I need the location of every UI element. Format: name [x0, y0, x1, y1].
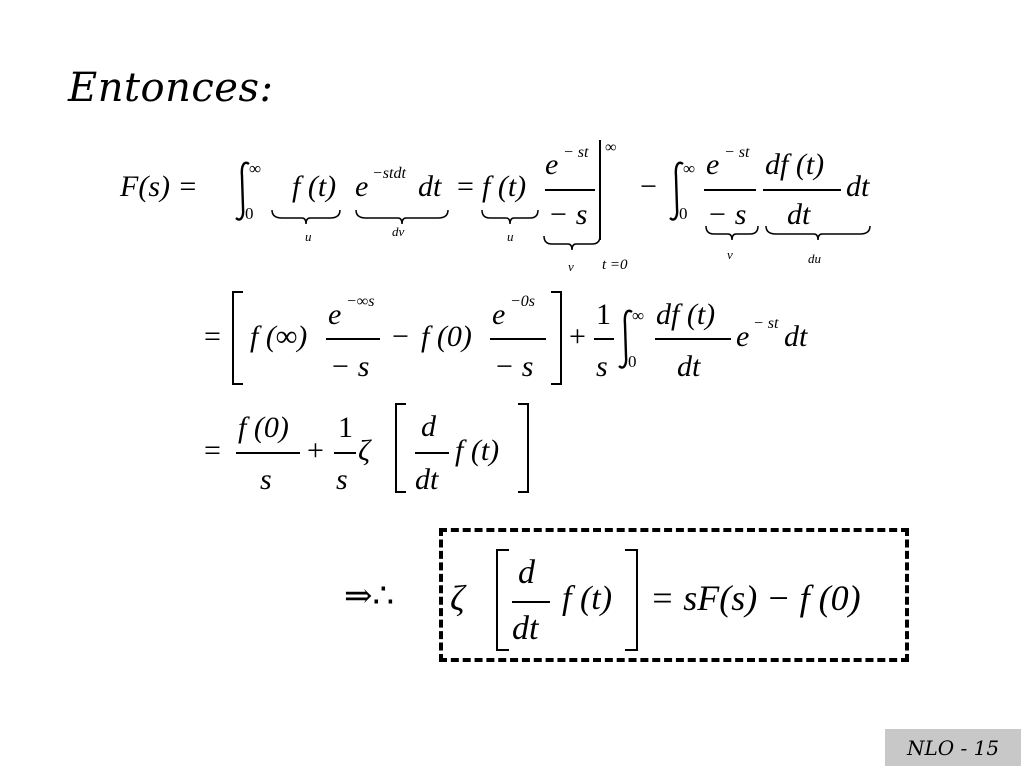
integral-upper-limit: ∞ — [249, 159, 262, 178]
integral-lower-limit: 0 — [628, 352, 637, 371]
exp-base-e: e — [736, 320, 750, 353]
frac3-num: df (t) — [765, 148, 825, 181]
integral-upper-limit: ∞ — [632, 306, 645, 325]
integral2-upper-limit: ∞ — [683, 159, 696, 178]
brace-label-u: u — [305, 229, 312, 244]
plus-sign: + — [569, 320, 586, 353]
frac-b-num: 1 — [338, 411, 353, 444]
lhs-F-of-s: F(s) = — [120, 170, 198, 203]
fraction-bar-b — [490, 338, 546, 340]
fraction-bar — [512, 601, 550, 603]
frac-num: d — [518, 554, 535, 591]
fraction-bar-b — [334, 452, 356, 454]
frac2-num-e: e — [706, 148, 720, 181]
frac-c-den: dt — [415, 463, 439, 496]
square-brackets — [395, 403, 529, 493]
frac2-num-power: − st — [724, 144, 750, 161]
integral-sign-2 — [669, 161, 684, 221]
term-dt-end: dt — [784, 320, 808, 353]
footer-label: NLO - 15 — [907, 736, 1000, 760]
term-f-infinity: f (∞) — [250, 320, 308, 353]
fraction-bar-d — [655, 338, 731, 340]
implies-therefore: ⇒∴ — [344, 578, 395, 615]
frac3-den: dt — [787, 198, 811, 231]
term-f-of-t: f (t) — [562, 580, 613, 617]
eval-upper: ∞ — [605, 139, 617, 156]
frac-b-den: − s — [494, 350, 534, 383]
fraction-bar-c — [594, 338, 614, 340]
term-f-zero: f (0) — [421, 320, 472, 353]
term-dt-end: dt — [846, 170, 870, 203]
equals-sign: = — [204, 320, 221, 353]
square-brackets — [232, 291, 562, 385]
exp-power: −stdt — [372, 165, 406, 182]
fraction-bar-2 — [704, 189, 756, 191]
zeta-symbol: ζ — [358, 434, 371, 467]
term-f-of-t: f (t) — [292, 170, 337, 203]
slide-title: Entonces: — [68, 65, 274, 111]
exp-base-e: e — [355, 170, 369, 203]
brace-label-du: du — [808, 251, 821, 266]
brace-label-v: v — [568, 259, 574, 274]
frac-num-e: e — [545, 148, 559, 181]
underbraces — [271, 209, 871, 251]
equals-sign: = — [204, 434, 221, 467]
plus-sign: + — [307, 434, 324, 467]
integral-sign — [618, 309, 633, 369]
frac-d-num: df (t) — [656, 298, 716, 331]
brace-label-v-2: v — [727, 247, 733, 262]
frac-c-den: s — [596, 350, 608, 383]
integral-sign — [235, 161, 250, 221]
result-rhs: = sF(s) − f (0) — [650, 578, 861, 618]
frac-d-den: dt — [677, 350, 701, 383]
fraction-bar-3 — [763, 189, 841, 191]
evaluation-bar — [599, 140, 601, 240]
equals-sign: = — [457, 170, 474, 203]
eval-lower: t =0 — [602, 257, 628, 273]
frac-b-num-power: −0s — [510, 293, 536, 310]
minus-sign: − — [640, 170, 657, 203]
brace-label-u-2: u — [507, 229, 514, 244]
exp-power: − st — [753, 315, 779, 332]
footer-slide-number: NLO - 15 — [885, 729, 1021, 766]
zeta-symbol: ζ — [450, 578, 465, 618]
frac-a-den: s — [260, 463, 272, 496]
fraction-bar — [545, 189, 595, 191]
frac-num-power: − st — [563, 144, 589, 161]
frac-a-num-power: −∞s — [346, 293, 375, 310]
minus-sign: − — [392, 320, 409, 353]
frac-a-den: − s — [330, 350, 370, 383]
brace-label-dv: dv — [392, 224, 405, 239]
fraction-bar-a — [236, 452, 300, 454]
frac-den: − s — [548, 198, 588, 231]
frac-a-num-e: e — [328, 298, 342, 331]
term-f-of-t: f (t) — [455, 434, 500, 467]
frac-b-den: s — [336, 463, 348, 496]
frac-b-num-e: e — [492, 298, 506, 331]
integral2-lower-limit: 0 — [679, 204, 688, 223]
frac-a-num: f (0) — [238, 411, 289, 444]
integral-lower-limit: 0 — [245, 204, 254, 223]
fraction-bar-c — [415, 452, 449, 454]
frac-den: dt — [512, 610, 539, 647]
term-f-of-t-2: f (t) — [482, 170, 527, 203]
square-brackets — [496, 549, 638, 651]
fraction-bar-a — [326, 338, 380, 340]
frac-c-num: 1 — [596, 298, 611, 331]
frac-c-num: d — [421, 410, 436, 443]
result-dashed-box — [439, 528, 909, 662]
term-dt: dt — [418, 170, 442, 203]
frac2-den: − s — [707, 198, 747, 231]
